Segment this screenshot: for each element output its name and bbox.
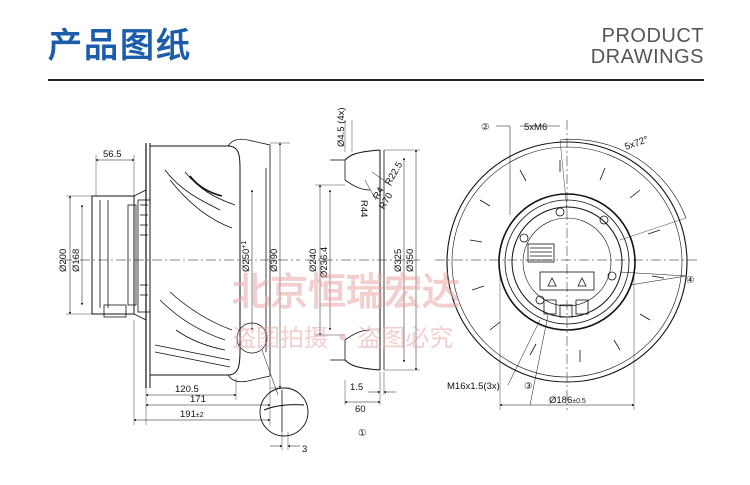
watermark-line-1: 北京恒瑞宏达 xyxy=(232,270,460,314)
dim-d325: Ø325 xyxy=(393,249,404,272)
dim-5xm6: 5xM6 xyxy=(524,122,547,133)
front-view xyxy=(435,120,700,410)
side-view-labels: 56.5 Ø200 Ø168 Ø250+1 Ø390 120.5 171 191… xyxy=(58,149,307,455)
dim-120-5: 120.5 xyxy=(175,384,199,395)
dim-d390: Ø390 xyxy=(269,249,280,272)
dim-171: 171 xyxy=(190,394,206,405)
side-view xyxy=(62,138,309,450)
dim-d240: Ø240 xyxy=(308,249,319,272)
dim-3: 3 xyxy=(302,444,307,455)
marker-1: ① xyxy=(358,428,367,439)
header-rule xyxy=(48,79,704,81)
marker-3: ③ xyxy=(524,381,533,392)
dim-1-5: 1.5 xyxy=(350,382,363,393)
watermark: 北京恒瑞宏达 盗图拍摄 • 盗图必究 xyxy=(232,270,460,352)
page-title: 产品图纸 xyxy=(48,26,192,66)
dim-5x72: 5x72° xyxy=(623,134,650,153)
dim-60: 60 xyxy=(355,404,366,415)
front-view-labels: ② 5xM6 5x72° ④ M16x1.5(3x) ③ Ø186±0.5 xyxy=(447,122,695,406)
subtitle-line-1: PRODUCT xyxy=(601,25,704,47)
dim-d186: Ø186±0.5 xyxy=(549,395,586,406)
dim-r4: R4 xyxy=(371,185,387,201)
marker-2: ② xyxy=(481,122,490,133)
dim-d4-5: Ø4.5 (4x) xyxy=(336,107,347,147)
dim-d250: Ø250+1 xyxy=(241,241,252,272)
dim-d350: Ø350 xyxy=(405,249,416,272)
dim-d168: Ø168 xyxy=(71,249,82,272)
section-view xyxy=(305,120,420,405)
dim-m16: M16x1.5(3x) xyxy=(447,381,500,392)
marker-4: ④ xyxy=(686,275,695,286)
dim-d200: Ø200 xyxy=(58,249,69,272)
dim-r44: R44 xyxy=(358,200,369,217)
dim-d236-4: Ø236.4 xyxy=(319,247,330,278)
dim-r22-5: R22.5 xyxy=(383,160,405,187)
dim-191: 191±2 xyxy=(180,409,204,420)
dim-56-5: 56.5 xyxy=(103,149,122,160)
watermark-line-2: 盗图拍摄 • 盗图必究 xyxy=(232,324,453,352)
subtitle-line-2: DRAWINGS xyxy=(590,46,704,68)
page-subtitle: PRODUCT DRAWINGS xyxy=(591,26,704,68)
